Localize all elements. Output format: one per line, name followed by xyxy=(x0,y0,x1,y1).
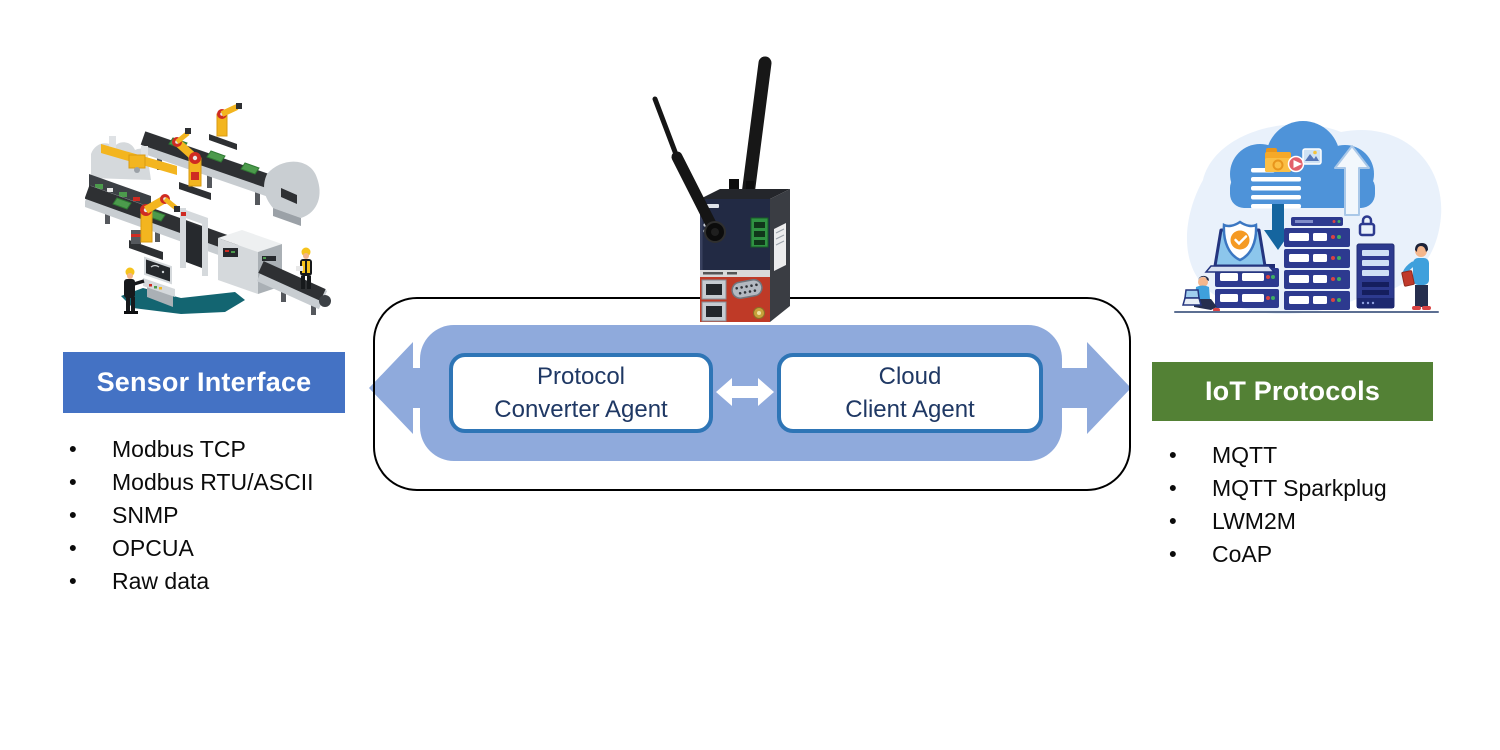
antenna-mount xyxy=(746,181,754,191)
photo-icon xyxy=(1302,148,1322,165)
list-item: OPCUA xyxy=(60,532,314,565)
pcb-board-icon xyxy=(240,162,260,175)
gantry-crane-icon xyxy=(101,136,177,175)
list-item: Modbus TCP xyxy=(60,433,314,466)
agent-box-line: Protocol xyxy=(536,363,626,390)
list-item: MQTT xyxy=(1160,439,1387,472)
list-item: SNMP xyxy=(60,499,314,532)
conveyor-belt-icon xyxy=(256,261,331,315)
list-item: CoAP xyxy=(1160,538,1387,571)
bidirectional-arrow-icon xyxy=(716,378,774,406)
agent-box-line: Converter Agent xyxy=(494,396,668,423)
cloud-data-center-illustration xyxy=(1174,121,1442,315)
agent-box-line: Client Agent xyxy=(845,396,975,423)
antenna-mount xyxy=(729,179,739,191)
terminal-block-icon xyxy=(750,217,769,248)
conveyor-belt-icon xyxy=(139,131,289,205)
list-item: Modbus RTU/ASCII xyxy=(60,466,314,499)
video-icon xyxy=(1287,155,1305,173)
lock-icon xyxy=(1358,215,1376,237)
robot-arm-icon xyxy=(209,103,242,150)
person-standing-icon xyxy=(1401,243,1431,310)
upload-arrow-icon xyxy=(1334,145,1370,216)
sma-connector-icon xyxy=(753,307,765,319)
iot-protocols-banner: IoT Protocols xyxy=(1152,362,1433,421)
pcb-board-icon xyxy=(206,150,226,163)
server-rack-icon xyxy=(1284,217,1350,310)
sensor-protocol-list: Modbus TCP Modbus RTU/ASCII SNMP OPCUA R… xyxy=(60,433,314,598)
sensor-interface-title: Sensor Interface xyxy=(96,367,312,397)
agent-box-line: Cloud xyxy=(878,363,942,390)
cloud-client-agent-box: Cloud Client Agent xyxy=(777,353,1043,433)
scanner-gate-icon xyxy=(180,208,208,276)
left-block-arrow-icon xyxy=(369,342,483,434)
iot-protocol-list: MQTT MQTT Sparkplug LWM2M CoAP xyxy=(1160,439,1387,571)
sensor-interface-banner: Sensor Interface xyxy=(63,352,345,413)
folder-icon xyxy=(1265,148,1291,172)
security-shield-icon xyxy=(1222,220,1258,262)
serial-port-icon xyxy=(731,279,763,299)
cellular-gateway-device xyxy=(652,56,790,322)
control-console-icon xyxy=(143,256,175,307)
antenna-icon xyxy=(652,96,721,238)
conveyor-belt-icon xyxy=(85,185,241,261)
robot-arm-icon xyxy=(129,194,180,260)
list-item: MQTT Sparkplug xyxy=(1160,472,1387,505)
list-item: LWM2M xyxy=(1160,505,1387,538)
pcb-board-icon xyxy=(112,197,132,210)
floor-mat xyxy=(121,288,245,314)
antenna-connector-knob xyxy=(704,221,726,243)
worker-icon xyxy=(124,267,145,314)
right-block-arrow-icon xyxy=(1017,342,1131,434)
factory-automation-illustration xyxy=(85,103,331,315)
ethernet-port-icon xyxy=(701,279,727,322)
machine-icon xyxy=(264,161,320,226)
protocol-converter-agent-box: Protocol Converter Agent xyxy=(449,353,713,433)
iot-protocols-title: IoT Protocols xyxy=(1204,376,1381,406)
robot-arm-icon xyxy=(172,128,211,200)
list-item: Raw data xyxy=(60,565,314,598)
server-cabinet-icon xyxy=(1356,243,1395,309)
worker-icon xyxy=(296,247,312,289)
